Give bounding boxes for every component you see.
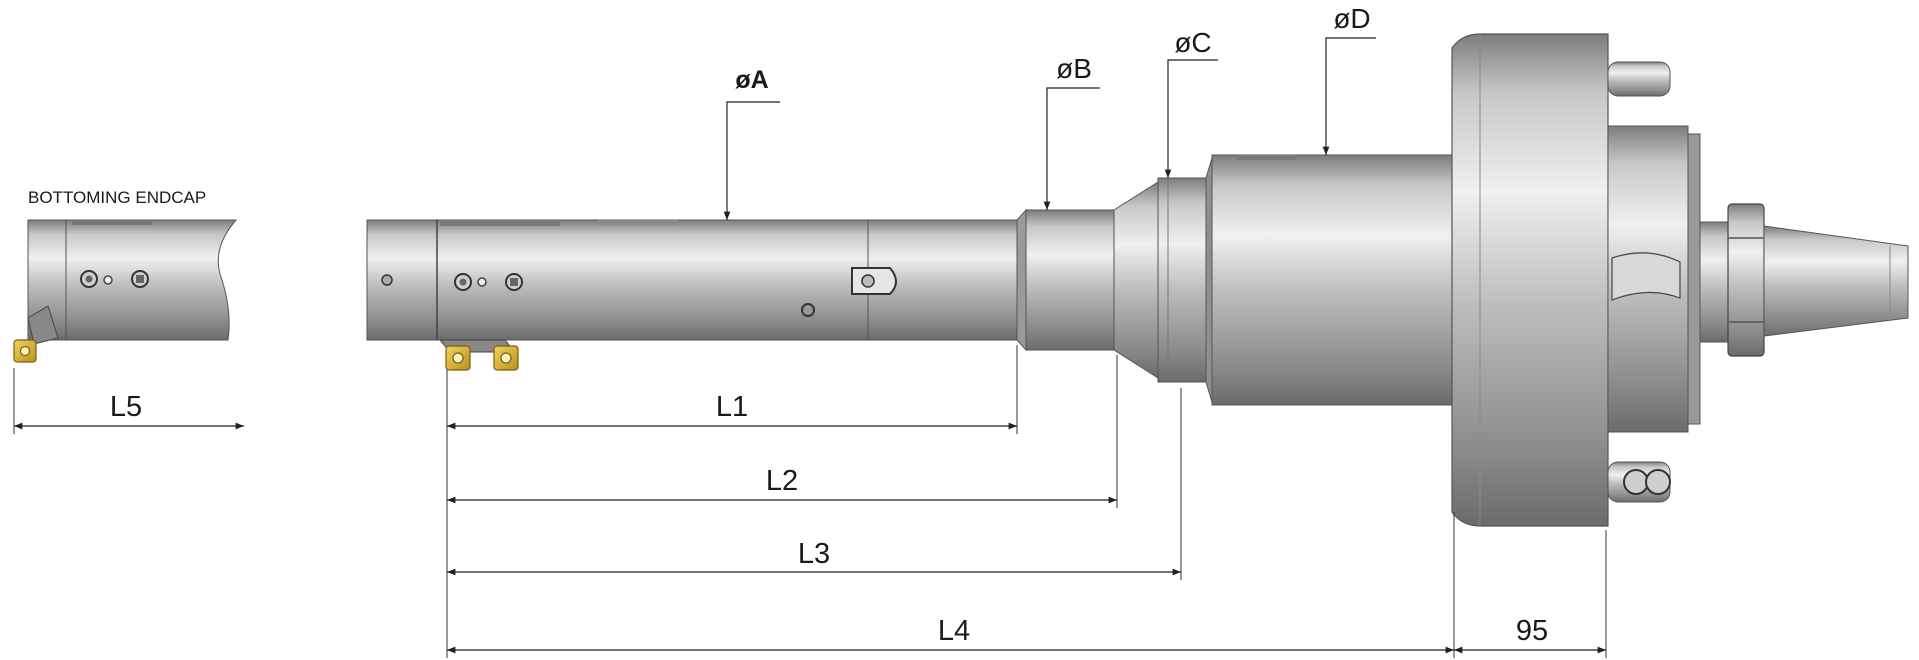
head-insert-2-screw <box>500 352 512 364</box>
length-label-l5: L5 <box>110 391 142 423</box>
length-dimensions: L5 L1 L2 L3 L4 95 <box>13 345 1607 658</box>
length-label-flange: 95 <box>1516 615 1548 647</box>
diameter-label-c: øC <box>1174 27 1211 58</box>
endcap-body <box>65 219 238 341</box>
endcap-insert-pocket <box>27 305 59 345</box>
length-label-l1: L1 <box>716 391 748 423</box>
bar-shank-oA <box>436 219 1018 341</box>
boring-bar-assembly <box>366 33 1909 527</box>
bar-section-oB <box>1025 209 1115 351</box>
length-label-l2: L2 <box>766 465 798 497</box>
endcap-screw-1-socket <box>85 275 93 283</box>
endcap-slot <box>72 220 152 225</box>
shank-flute <box>440 220 560 226</box>
endcap-pin <box>103 275 113 285</box>
leader-oD <box>1322 37 1376 155</box>
step-chamfer-d <box>1205 157 1213 403</box>
leader-oC <box>1164 59 1218 178</box>
taper-nut <box>1727 203 1765 357</box>
head-pin <box>477 277 487 287</box>
spindle-hub-ring <box>1687 133 1701 425</box>
length-label-l3: L3 <box>798 538 830 570</box>
endcap-insert-screw <box>19 345 31 357</box>
bt-taper-shank <box>1763 225 1909 337</box>
hub-keyway <box>1611 252 1681 301</box>
length-label-l4: L4 <box>938 615 970 647</box>
diameter-label-d: øD <box>1333 3 1370 34</box>
taper-collar <box>1699 221 1729 343</box>
leader-oB <box>1043 87 1100 210</box>
flange-drive-pin-top <box>1607 61 1671 97</box>
diameter-label-b: øB <box>1056 53 1092 84</box>
endcap-screw-2-socket <box>136 275 144 283</box>
head-insert-1-screw <box>452 352 464 364</box>
head-screw-2-socket <box>510 278 518 286</box>
nose-center-hole <box>381 274 393 286</box>
bar-taper <box>1113 181 1159 379</box>
endcap-title: BOTTOMING ENDCAP <box>28 188 206 207</box>
head-screw-1-socket <box>459 278 467 286</box>
clamp-screw <box>861 274 875 288</box>
step-chamfer-b <box>1016 208 1027 352</box>
bottoming-endcap-part <box>13 219 238 363</box>
leader-oA <box>723 101 780 220</box>
bottom-pin-screw <box>1623 469 1649 495</box>
oD-flat <box>1236 155 1296 160</box>
bar-nose <box>366 219 438 341</box>
diameter-callouts: øA øB øC øD BOTTOMING ENDCAP <box>28 3 1376 220</box>
diameter-label-a: øA <box>735 66 768 94</box>
shank-flute-2 <box>598 220 678 225</box>
bottom-pin-screw-2 <box>1645 469 1671 495</box>
adapter-flange <box>1451 33 1609 527</box>
bar-section-oC <box>1157 177 1207 383</box>
bar-section-oD <box>1211 154 1453 406</box>
shank-coolant-port <box>801 303 815 317</box>
